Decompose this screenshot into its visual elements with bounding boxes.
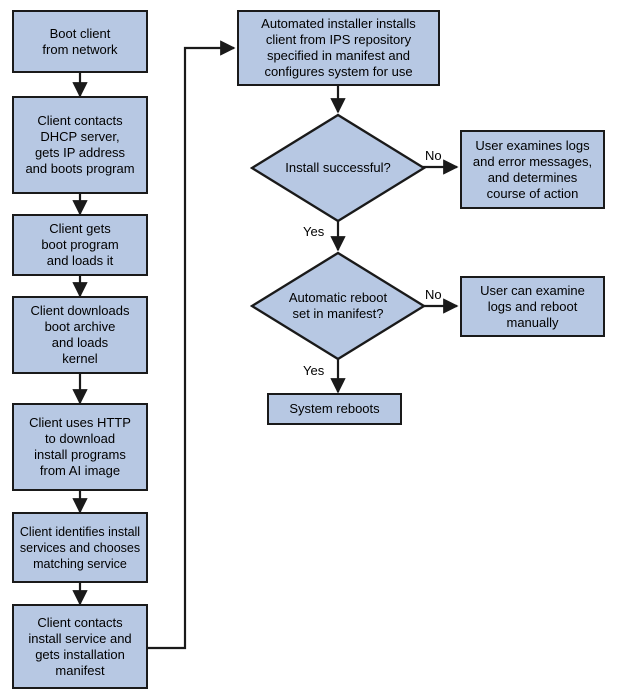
- node-system-reboots-label: System reboots: [289, 401, 380, 416]
- edge-label-install-no: No: [425, 148, 442, 163]
- node-system-reboots[interactable]: System reboots: [267, 393, 402, 425]
- edge-label-reboot-no: No: [425, 287, 442, 302]
- edge-label-reboot-yes: Yes: [303, 363, 325, 378]
- node-install-successful[interactable]: Install successful?: [250, 113, 426, 223]
- edge-label-install-yes: Yes: [303, 224, 325, 239]
- connector-installservice-to-installer: [148, 40, 236, 650]
- node-install-successful-label: Install successful?: [285, 160, 391, 175]
